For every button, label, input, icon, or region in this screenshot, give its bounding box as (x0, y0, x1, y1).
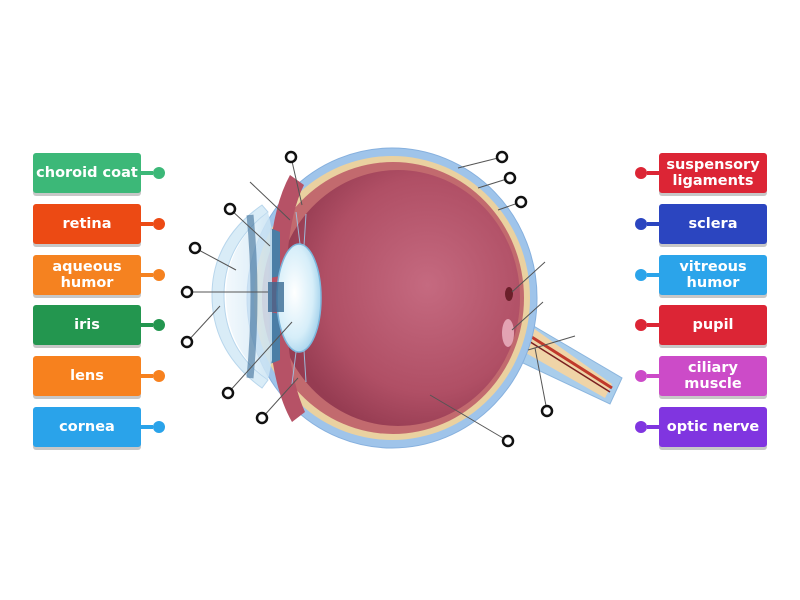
label-text: pupil (692, 317, 734, 333)
label-aqueous-humor[interactable]: aqueous humor (33, 255, 141, 295)
aqueous-humor-shape (226, 212, 272, 380)
connector-dot (635, 421, 647, 433)
connector (141, 323, 153, 327)
connector (141, 171, 153, 175)
label-cornea[interactable]: cornea (33, 407, 141, 447)
drop-target-marker[interactable] (221, 386, 235, 400)
label-text: iris (74, 317, 100, 333)
label-text: lens (70, 368, 104, 384)
label-optic-nerve[interactable]: optic nerve (659, 407, 767, 447)
connector (647, 374, 659, 378)
connector (141, 222, 153, 226)
label-retina[interactable]: retina (33, 204, 141, 244)
label-sclera[interactable]: sclera (659, 204, 767, 244)
label-text: cornea (59, 419, 115, 435)
connector (141, 425, 153, 429)
label-text: retina (62, 216, 112, 232)
connector (647, 273, 659, 277)
drop-target-marker[interactable] (180, 335, 194, 349)
label-suspensory-ligaments[interactable]: suspensory ligaments (659, 153, 767, 193)
connector-dot (153, 421, 165, 433)
connector (647, 171, 659, 175)
label-text: optic nerve (666, 419, 760, 435)
connector-dot (635, 319, 647, 331)
connector-dot (153, 269, 165, 281)
connector-dot (635, 370, 647, 382)
label-text: sclera (688, 216, 738, 232)
connector-dot (635, 218, 647, 230)
label-text: suspensory ligaments (666, 157, 760, 189)
connector (141, 374, 153, 378)
drop-target-marker[interactable] (514, 195, 528, 209)
label-text: aqueous humor (52, 259, 122, 291)
drop-target-marker[interactable] (284, 150, 298, 164)
connector-dot (635, 269, 647, 281)
drop-target-marker[interactable] (540, 404, 554, 418)
label-text: vitreous humor (679, 259, 747, 291)
drop-target-marker[interactable] (223, 202, 237, 216)
vitreous-body-shape (276, 170, 520, 426)
connector-dot (153, 218, 165, 230)
drop-target-marker[interactable] (255, 411, 269, 425)
label-lens[interactable]: lens (33, 356, 141, 396)
drop-target-marker[interactable] (503, 171, 517, 185)
connector-dot (153, 370, 165, 382)
connector (647, 323, 659, 327)
connector-dot (153, 167, 165, 179)
iris-shape (270, 228, 280, 364)
drop-target-marker[interactable] (495, 150, 509, 164)
label-text: choroid coat (36, 165, 138, 181)
label-ciliary-muscle[interactable]: ciliary muscle (659, 356, 767, 396)
connector (647, 425, 659, 429)
connector (141, 273, 153, 277)
label-text: ciliary muscle (684, 360, 742, 392)
label-vitreous-humor[interactable]: vitreous humor (659, 255, 767, 295)
label-pupil[interactable]: pupil (659, 305, 767, 345)
drop-target-marker[interactable] (180, 285, 194, 299)
connector (647, 222, 659, 226)
label-iris[interactable]: iris (33, 305, 141, 345)
drop-target-marker[interactable] (188, 241, 202, 255)
connector-dot (635, 167, 647, 179)
label-choroid-coat[interactable]: choroid coat (33, 153, 141, 193)
connector-dot (153, 319, 165, 331)
drop-target-marker[interactable] (501, 434, 515, 448)
